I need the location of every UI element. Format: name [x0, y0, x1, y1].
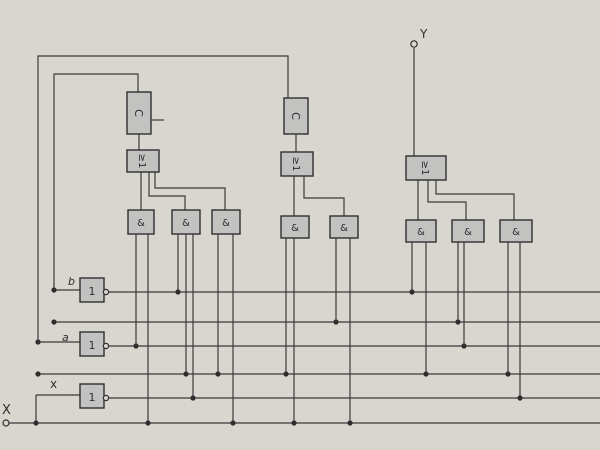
svg-text:≥1: ≥1	[290, 157, 301, 172]
svg-text:≥1: ≥1	[419, 161, 430, 176]
and-gate-1a: &	[127, 209, 155, 235]
svg-text:1: 1	[89, 339, 96, 352]
and-gate-3a: &	[405, 219, 437, 243]
input-label-a: a	[62, 331, 69, 344]
and-gate-2b: &	[329, 215, 359, 239]
feedback-wires	[37, 55, 289, 343]
or-3-to-and-wires	[417, 180, 515, 220]
and-gate-2a: &	[280, 215, 310, 239]
output-label-y: Y	[419, 27, 428, 41]
and-3-input-wires	[411, 242, 521, 398]
svg-text:1: 1	[89, 391, 96, 404]
input-label-x: X	[2, 403, 11, 418]
svg-text:1: 1	[89, 285, 96, 298]
or-gate-3: ≥1	[405, 155, 447, 181]
flipflop-1: C	[126, 91, 164, 150]
and-gate-1b: &	[171, 209, 201, 235]
svg-text:&: &	[291, 223, 299, 234]
svg-text:&: &	[137, 218, 145, 229]
not-gate-b: 1	[79, 277, 110, 303]
output-wire-y	[410, 40, 418, 156]
input-label-b: b	[68, 275, 75, 288]
input-terminal-x	[2, 419, 10, 427]
and-gate-3b: &	[451, 219, 485, 243]
svg-text:&: &	[222, 218, 230, 229]
svg-text:&: &	[182, 218, 190, 229]
input-buses	[6, 291, 600, 424]
svg-text:&: &	[464, 227, 472, 238]
or-1-to-and-wires	[140, 172, 226, 210]
and-2-input-wires	[285, 238, 351, 423]
and-gate-1c: &	[211, 209, 241, 235]
junction-dots	[33, 287, 523, 426]
svg-text:&: &	[340, 223, 348, 234]
not-gate-a: 1	[79, 331, 110, 357]
input-label-x-bus: x	[50, 377, 57, 391]
svg-text:≥1: ≥1	[136, 154, 147, 169]
svg-text:&: &	[417, 227, 425, 238]
svg-text:C: C	[132, 109, 145, 117]
or-gate-1: ≥1	[126, 149, 160, 173]
flipflop-2: C	[283, 97, 309, 152]
and-1-input-wires	[135, 234, 234, 423]
svg-text:C: C	[289, 112, 302, 120]
or-gate-2: ≥1	[280, 151, 314, 177]
or-2-to-and-wires	[293, 176, 345, 216]
svg-text:&: &	[512, 227, 520, 238]
not-gate-x: 1	[79, 383, 110, 409]
and-gate-3c: &	[499, 219, 533, 243]
